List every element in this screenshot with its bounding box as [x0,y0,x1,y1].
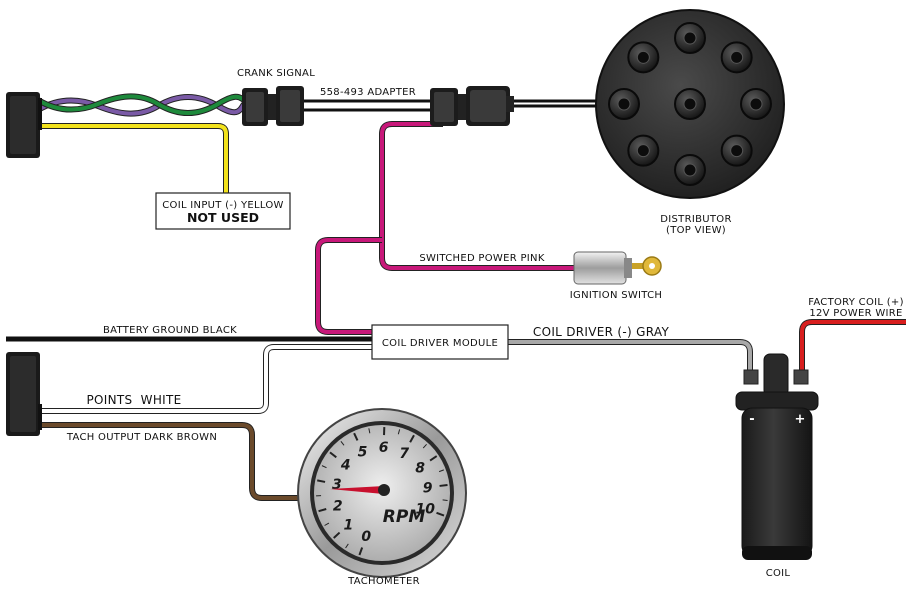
tachometer-tick [422,444,427,449]
tachometer-tick [345,543,349,549]
distributor-tower-hole [730,144,744,158]
left-bottom-connector [6,352,42,436]
tachometer-needle [330,484,390,496]
tachometer-tick [321,465,327,469]
distributor-towers [608,22,772,186]
crank-signal-label: CRANK SIGNAL [237,68,315,79]
tachometer-tick [340,441,345,446]
tachometer-tick [438,469,444,473]
distributor-tower-hole [683,97,697,111]
distributor-label: DISTRIBUTOR [660,214,731,225]
distributor-tower-hole [730,50,744,64]
tachometer-number: 2 [333,499,343,515]
coil-input-label: COIL INPUT (-) YELLOW [162,200,283,211]
tachometer-tick [324,522,330,526]
adapter-connector [430,86,514,126]
factory-coil-red-wire [799,319,906,378]
distributor-tower-hole [749,97,763,111]
key-icon [632,256,662,276]
points-white-label: POINTS WHITE [86,393,181,407]
yellow-wire [38,123,229,196]
tachometer-tick [333,531,341,539]
tachometer-tick [329,451,337,459]
left-top-connector [6,92,42,158]
tachometer-tick [358,547,364,556]
tachometer-number: 9 [423,480,433,496]
ignition-switch-label: IGNITION SWITCH [570,290,662,301]
coil-driver-gray-wire [508,339,753,378]
tachometer-tick [318,508,327,513]
switched-power-label: SWITCHED POWER PINK [419,253,545,264]
tachometer-number: 3 [332,477,342,493]
tachometer-tick [429,455,438,462]
distributor-view-label: (TOP VIEW) [666,225,726,236]
distributor-cable [514,99,598,108]
tachometer-tick [442,499,448,501]
tachometer-number: 1 [343,517,353,533]
crank-signal-connector [242,86,304,126]
power-wire-label: 12V POWER WIRE [809,308,902,319]
distributor-tower-hole [617,97,631,111]
adapter-cable [300,99,432,112]
tachometer-label: TACHOMETER [347,576,420,587]
tachometer-number: 10 [415,502,435,518]
tachometer-ticks [316,427,448,556]
tachometer-unit: RPM [383,507,426,527]
distributor-tower-hole [636,144,650,158]
tachometer-tick [353,432,359,441]
tachometer-number: 0 [361,529,371,545]
tachometer-number: 5 [358,444,368,460]
tachometer-number: 8 [415,460,425,476]
coil [735,353,819,560]
tach-output-label: TACH OUTPUT DARK BROWN [66,432,217,443]
tachometer-tick [368,428,371,434]
tachometer-tick [436,511,445,517]
tachometer-tick [397,429,401,435]
tachometer-number: 6 [379,440,389,456]
factory-coil-label: FACTORY COIL (+) [808,297,904,308]
pink-wire [379,118,578,271]
coil-minus-terminal: - [749,412,754,427]
tachometer-number: 4 [340,458,351,474]
coil-driver-module-label: COIL DRIVER MODULE [382,338,498,349]
wires [6,93,906,501]
distributor-tower-hole [683,31,697,45]
distributor-tower-hole [683,163,697,177]
tachometer-tick [409,434,415,443]
tachometer-tick [439,483,448,487]
tachometer-tick [317,479,326,483]
coil-label: COIL [766,568,791,579]
coil-driver-gray-label: COIL DRIVER (-) GRAY [533,325,670,339]
coil-plus-terminal: + [795,412,806,427]
coil-driver-module-box [371,324,509,360]
distributor-tower-hole [636,50,650,64]
adapter-label: 558-493 ADAPTER [320,87,416,98]
ignition-switch[interactable] [573,251,632,285]
battery-ground-label: BATTERY GROUND BLACK [103,325,237,336]
not-used-label: NOT USED [187,210,259,225]
coil-input-box [155,192,291,230]
tachometer-number: 7 [399,446,409,462]
